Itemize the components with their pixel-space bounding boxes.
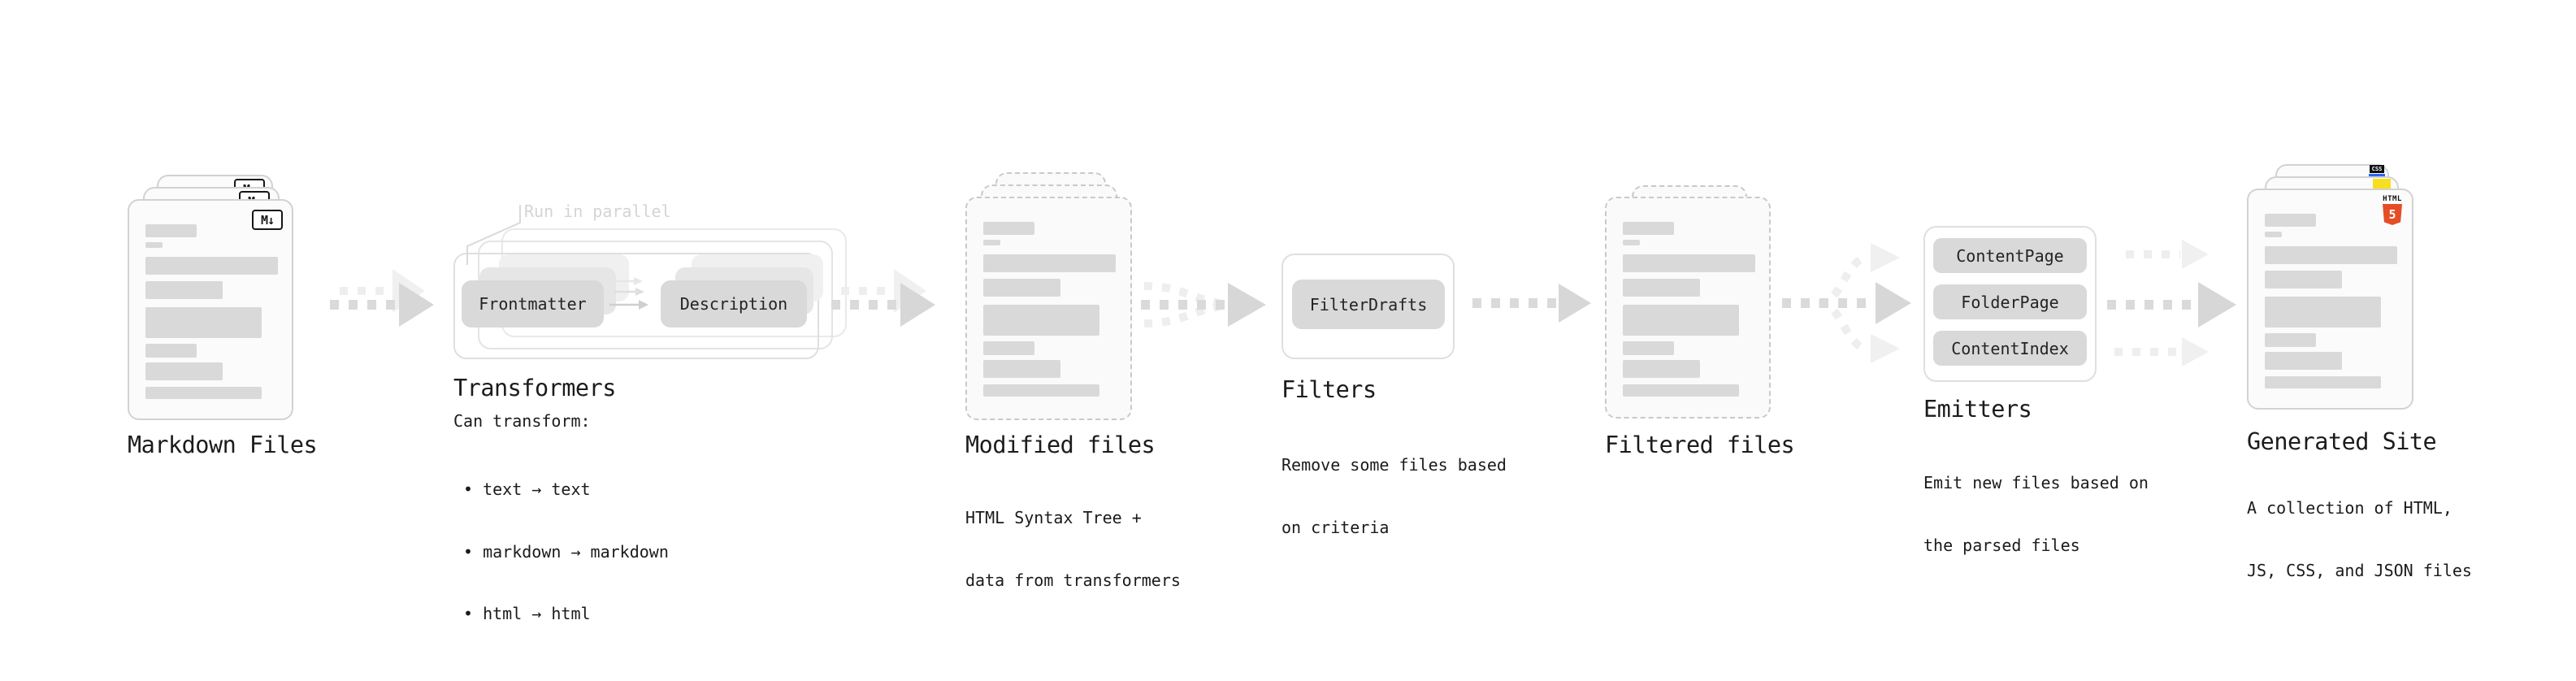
transformers-bullet-list: • text → text • markdown → markdown • ht… xyxy=(463,438,669,666)
emitter-item-contentindex: ContentIndex xyxy=(1933,331,2087,366)
emitter-item-contentpage: ContentPage xyxy=(1933,238,2087,273)
description-line: Remove some files based xyxy=(1281,455,1507,475)
content-line-bar xyxy=(2265,352,2342,370)
css-badge-word: CSS xyxy=(2369,165,2385,173)
description-line: JS, CSS, and JSON files xyxy=(2247,560,2472,580)
filtered-file-card-front xyxy=(1605,197,1771,419)
html5-number: 5 xyxy=(2388,207,2396,222)
css-badge-bar xyxy=(2369,174,2385,177)
transformer-step-description: Description xyxy=(661,280,807,327)
content-line-bar xyxy=(2265,214,2316,227)
stage-label-transformers: Transformers xyxy=(453,375,616,401)
emitter-item-folderpage: FolderPage xyxy=(1933,284,2087,319)
merge-arrow-icon xyxy=(1141,282,1266,327)
content-line-bar xyxy=(145,281,223,299)
content-line-bar xyxy=(983,254,1116,272)
content-line-bar xyxy=(2265,297,2381,327)
modified-file-card-front xyxy=(965,197,1132,420)
callout-leader-line xyxy=(466,205,521,265)
file-content-lines xyxy=(2265,214,2399,388)
parallel-arrows-icon xyxy=(2107,240,2236,367)
flow-arrow-icon xyxy=(330,269,434,327)
file-content-lines xyxy=(983,222,1117,397)
description-line: the parsed files xyxy=(1923,535,2080,555)
html5-word: HTML xyxy=(2383,195,2402,203)
description-line: on criteria xyxy=(1281,517,1390,537)
content-line-bar xyxy=(145,224,197,237)
html5-icon: HTML 5 xyxy=(2382,196,2403,225)
emitters-description: Emit new files based on the parsed files xyxy=(1923,432,2149,597)
content-line-bar xyxy=(145,307,262,338)
content-line-bar xyxy=(1623,360,1700,378)
stage-label-filters: Filters xyxy=(1281,376,1377,403)
content-line-bar xyxy=(145,257,278,275)
modified-files-description: HTML Syntax Tree + data from transformer… xyxy=(965,466,1181,632)
content-line-bar xyxy=(2265,246,2397,264)
step-arrows-icon xyxy=(609,277,648,310)
content-line-bar xyxy=(983,222,1034,235)
content-line-bar xyxy=(2265,271,2342,288)
content-line-bar xyxy=(145,344,197,358)
content-line-bar xyxy=(145,387,262,399)
content-line-bar xyxy=(2265,376,2381,388)
content-line-bar xyxy=(1623,384,1739,397)
content-line-bar xyxy=(1623,279,1700,297)
generated-file-card-front: HTML 5 xyxy=(2247,189,2413,410)
flow-arrow-icon xyxy=(1472,284,1591,323)
content-line-bar xyxy=(983,305,1099,336)
file-content-lines xyxy=(1623,222,1757,397)
content-line-bar xyxy=(145,362,223,380)
content-line-bar xyxy=(983,341,1034,355)
bullet-item: • text → text xyxy=(463,479,591,499)
file-content-lines xyxy=(145,224,280,399)
description-line: data from transformers xyxy=(965,570,1181,590)
generated-site-description: A collection of HTML, JS, CSS, and JSON … xyxy=(2247,457,2472,622)
css-file-icon: CSS xyxy=(2368,165,2386,177)
js-file-icon xyxy=(2373,179,2391,189)
content-line-bar xyxy=(2265,333,2316,347)
filter-item-filterdrafts: FilterDrafts xyxy=(1292,280,1445,329)
content-line-bar xyxy=(983,240,1000,245)
stage-label-modified-files: Modified files xyxy=(965,432,1156,458)
content-line-bar xyxy=(145,242,163,248)
filters-description: Remove some files based on criteria xyxy=(1281,414,1507,579)
stage-label-emitters: Emitters xyxy=(1923,396,2032,423)
run-in-parallel-annotation: Run in parallel xyxy=(524,202,671,221)
markdown-file-icon: M↓ xyxy=(252,210,283,230)
markdown-file-card-front: M↓ xyxy=(128,199,293,420)
content-line-bar xyxy=(2265,232,2282,237)
description-line: HTML Syntax Tree + xyxy=(965,508,1142,527)
stage-label-generated-site: Generated Site xyxy=(2247,428,2437,455)
content-line-bar xyxy=(983,384,1099,397)
stage-label-filtered-files: Filtered files xyxy=(1605,432,1795,458)
stage-label-markdown-files: Markdown Files xyxy=(128,432,318,458)
content-line-bar xyxy=(983,279,1060,297)
content-line-bar xyxy=(1623,305,1739,336)
content-line-bar xyxy=(1623,240,1640,245)
description-line: A collection of HTML, xyxy=(2247,498,2452,518)
description-line: Emit new files based on xyxy=(1923,473,2149,492)
transformer-step-frontmatter: Frontmatter xyxy=(462,280,604,327)
transformer-panel-front xyxy=(453,253,819,359)
content-line-bar xyxy=(1623,341,1674,355)
html5-shield: 5 xyxy=(2383,204,2402,225)
fanout-arrow-icon xyxy=(1782,243,1911,363)
bullet-item: • markdown → markdown xyxy=(463,541,669,562)
content-line-bar xyxy=(1623,222,1674,235)
transformers-description-heading: Can transform: xyxy=(453,411,591,431)
bullet-item: • html → html xyxy=(463,604,591,623)
flow-arrow-icon xyxy=(831,269,935,327)
content-line-bar xyxy=(983,360,1060,378)
content-line-bar xyxy=(1623,254,1755,272)
